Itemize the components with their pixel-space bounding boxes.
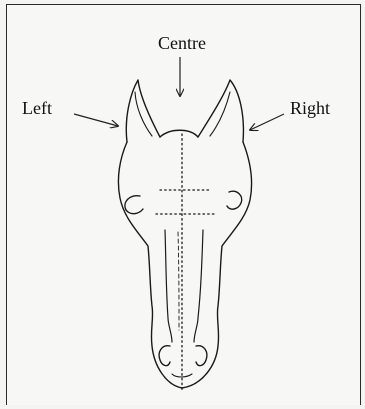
arrow-left <box>74 114 118 126</box>
arrow-right <box>250 114 284 130</box>
label-centre: Centre <box>158 33 206 53</box>
reference-lines <box>156 134 214 390</box>
label-left: Left <box>22 98 52 118</box>
horse-head-outline <box>118 80 251 388</box>
label-right: Right <box>290 98 330 118</box>
